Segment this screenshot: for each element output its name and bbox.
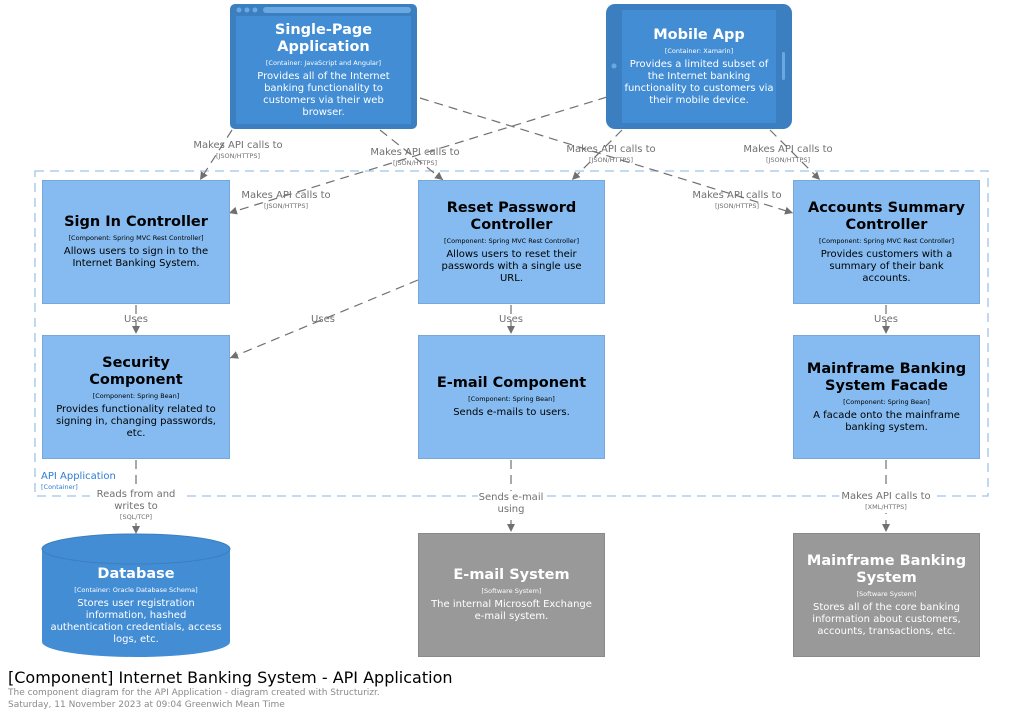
database[interactable]: Database [Container: Oracle Database Sch… bbox=[42, 564, 230, 648]
signin-desc: Allows users to sign in to the Internet … bbox=[63, 246, 209, 269]
label-tech: [SQL/TCP] bbox=[119, 513, 153, 521]
sign-in-controller[interactable]: Sign In Controller [Component: Spring MV… bbox=[42, 180, 230, 304]
label-accounts-facade: Uses bbox=[874, 314, 898, 326]
mobile-name: Mobile App bbox=[653, 26, 745, 43]
boundary-name: API Application bbox=[41, 471, 116, 482]
email-desc: Sends e-mails to users. bbox=[453, 407, 570, 418]
mainframe-name: Mainframe Banking System bbox=[806, 552, 967, 586]
arrow-mobile-accounts bbox=[769, 129, 821, 181]
facade-name: Mainframe Banking System Facade bbox=[806, 360, 967, 394]
label-mobile-accounts: Makes API calls to [JSON/HTTPS] bbox=[743, 144, 832, 165]
diagram-title: [Component] Internet Banking System - AP… bbox=[8, 668, 453, 687]
security-tech: [Component: Spring Bean] bbox=[92, 391, 180, 400]
label-tech: [JSON/HTTPS] bbox=[714, 202, 760, 210]
label-desc: Uses bbox=[124, 314, 148, 325]
label-desc: Makes API calls to bbox=[841, 491, 931, 502]
label-reset-security: Uses bbox=[311, 314, 335, 326]
label-desc: Makes API calls to bbox=[193, 140, 283, 151]
reset-tech: [Component: Spring MVC Rest Controller] bbox=[444, 236, 579, 245]
label-desc: Makes API calls to bbox=[692, 190, 782, 201]
security-desc: Provides functionality related to signin… bbox=[56, 403, 216, 439]
label-security-database: Reads from and writes to [SQL/TCP] bbox=[90, 488, 182, 523]
label-tech: [JSON/HTTPS] bbox=[588, 156, 634, 164]
accounts-tech: [Component: Spring MVC Rest Controller] bbox=[819, 236, 954, 245]
label-tech: [XML/HTTPS] bbox=[865, 503, 907, 511]
arrow-spa-accounts bbox=[419, 97, 794, 215]
label-desc: Makes API calls to bbox=[241, 190, 331, 201]
spa-browser-frame bbox=[230, 4, 417, 129]
emailsys-desc: The internal Microsoft Exchange e-mail s… bbox=[431, 599, 592, 622]
single-page-application[interactable]: Single-Page Application [Container: Java… bbox=[236, 16, 411, 124]
label-tech: [JSON/HTTPS] bbox=[263, 202, 309, 210]
email-tech: [Component: Spring Bean] bbox=[468, 395, 555, 403]
label-desc: Makes API calls to bbox=[566, 144, 656, 155]
email-name: E-mail Component bbox=[436, 375, 587, 391]
api-application-boundary bbox=[34, 170, 989, 497]
label-desc: Makes API calls to bbox=[370, 147, 460, 158]
reset-desc: Allows users to reset their passwords wi… bbox=[441, 248, 582, 284]
label-tech: [JSON/HTTPS] bbox=[765, 156, 811, 164]
label-tech: [JSON/HTTPS] bbox=[392, 159, 438, 167]
database-desc: Stores user registration information, ha… bbox=[50, 598, 222, 645]
mobile-desc: Provides a limited subset of the Interne… bbox=[624, 58, 774, 106]
label-reset-email: Uses bbox=[499, 314, 523, 326]
spa-name: Single-Page Application bbox=[274, 21, 373, 55]
label-desc: Reads from and writes to bbox=[96, 489, 176, 512]
spa-tech: [Container: JavaScript and Angular] bbox=[265, 58, 382, 67]
email-system[interactable]: E-mail System [Software System] The inte… bbox=[418, 533, 605, 657]
mobile-phone-frame bbox=[606, 4, 792, 129]
arrow-mobile-signin bbox=[228, 96, 608, 215]
mobile-tech: [Container: Xamarin] bbox=[664, 46, 734, 55]
reset-password-controller[interactable]: Reset Password Controller [Component: Sp… bbox=[418, 180, 605, 304]
arrow-mobile-reset bbox=[571, 129, 623, 181]
label-mobile-reset: Makes API calls to [JSON/HTTPS] bbox=[566, 144, 655, 165]
mainframe-desc: Stores all of the core banking informati… bbox=[812, 601, 961, 637]
spa-desc: Provides all of the Internet banking fun… bbox=[257, 70, 390, 118]
label-desc: Uses bbox=[311, 314, 335, 325]
emailsys-name: E-mail System bbox=[453, 567, 570, 583]
diagram-description: The component diagram for the API Applic… bbox=[8, 688, 380, 698]
database-tech: [Container: Oracle Database Schema] bbox=[74, 586, 198, 594]
arrow-spa-signin bbox=[199, 129, 233, 181]
mainframe-banking-system-facade[interactable]: Mainframe Banking System Facade [Compone… bbox=[793, 335, 980, 459]
accounts-summary-controller[interactable]: Accounts Summary Controller [Component: … bbox=[793, 180, 980, 304]
arrow-reset-security bbox=[229, 279, 419, 359]
accounts-name: Accounts Summary Controller bbox=[807, 199, 965, 233]
database-name: Database bbox=[97, 566, 175, 582]
label-desc: Uses bbox=[874, 314, 898, 325]
security-component[interactable]: Security Component [Component: Spring Be… bbox=[42, 335, 230, 459]
boundary-label: API Application [Container] bbox=[41, 471, 116, 492]
label-email-emailsystem: Sends e-mail using bbox=[478, 491, 544, 517]
mobile-app[interactable]: Mobile App [Container: Xamarin] Provides… bbox=[622, 10, 776, 123]
label-mobile-signin: Makes API calls to [JSON/HTTPS] bbox=[241, 190, 330, 211]
label-desc: Uses bbox=[499, 314, 523, 325]
diagram-date: Saturday, 11 November 2023 at 09:04 Gree… bbox=[8, 700, 285, 710]
signin-name: Sign In Controller bbox=[64, 214, 208, 230]
facade-desc: A facade onto the mainframe banking syst… bbox=[813, 409, 960, 433]
database-cylinder bbox=[41, 533, 231, 657]
emailsys-tech: [Software System] bbox=[481, 587, 542, 595]
label-tech: [JSON/HTTPS] bbox=[215, 152, 261, 160]
mainframe-banking-system[interactable]: Mainframe Banking System [Software Syste… bbox=[793, 533, 980, 657]
mainframe-tech: [Software System] bbox=[856, 589, 917, 598]
reset-name: Reset Password Controller bbox=[446, 199, 577, 233]
signin-tech: [Component: Spring MVC Rest Controller] bbox=[68, 234, 204, 242]
label-signin-security: Uses bbox=[124, 314, 148, 326]
label-facade-mainframe: Makes API calls to [XML/HTTPS] bbox=[839, 490, 933, 513]
label-desc: Makes API calls to bbox=[743, 144, 833, 155]
security-name: Security Component bbox=[89, 354, 183, 388]
accounts-desc: Provides customers with a summary of the… bbox=[820, 248, 953, 284]
label-spa-signin: Makes API calls to [JSON/HTTPS] bbox=[193, 140, 282, 161]
boundary-type: [Container] bbox=[41, 483, 78, 491]
label-spa-accounts: Makes API calls to [JSON/HTTPS] bbox=[692, 190, 781, 211]
email-component[interactable]: E-mail Component [Component: Spring Bean… bbox=[418, 335, 605, 459]
label-desc: Sends e-mail using bbox=[478, 492, 544, 515]
arrow-spa-reset bbox=[379, 129, 444, 181]
facade-tech: [Component: Spring Bean] bbox=[843, 397, 930, 406]
label-spa-reset: Makes API calls to [JSON/HTTPS] bbox=[370, 147, 459, 168]
